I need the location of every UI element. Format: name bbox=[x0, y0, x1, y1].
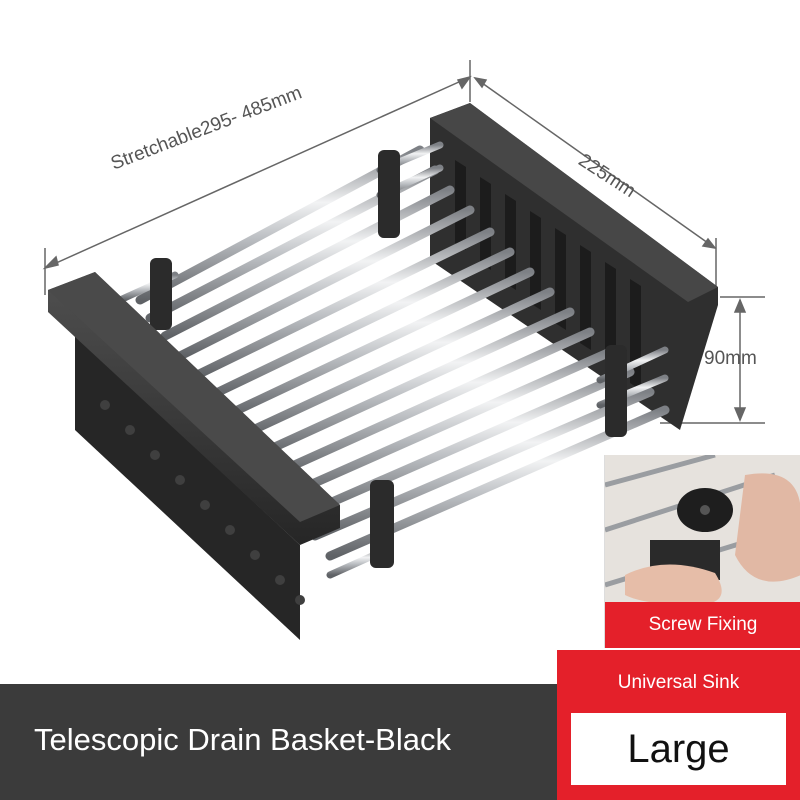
rear-panel bbox=[430, 103, 718, 430]
front-panel bbox=[48, 272, 340, 640]
footer-bar: Telescopic Drain Basket-Black bbox=[0, 684, 560, 800]
screw-fixing-label: Screw Fixing bbox=[605, 602, 800, 648]
height-dimension-label: 90mm bbox=[704, 348, 757, 369]
product-title: Telescopic Drain Basket-Black bbox=[34, 722, 451, 757]
size-badge-panel: Universal Sink Large bbox=[557, 650, 800, 800]
dimension-lines bbox=[42, 60, 765, 424]
rod-clips bbox=[150, 150, 627, 568]
screw-detail-inset: Screw Fixing bbox=[604, 455, 800, 648]
size-label: Large bbox=[571, 713, 786, 785]
universal-sink-label: Universal Sink bbox=[617, 672, 740, 693]
